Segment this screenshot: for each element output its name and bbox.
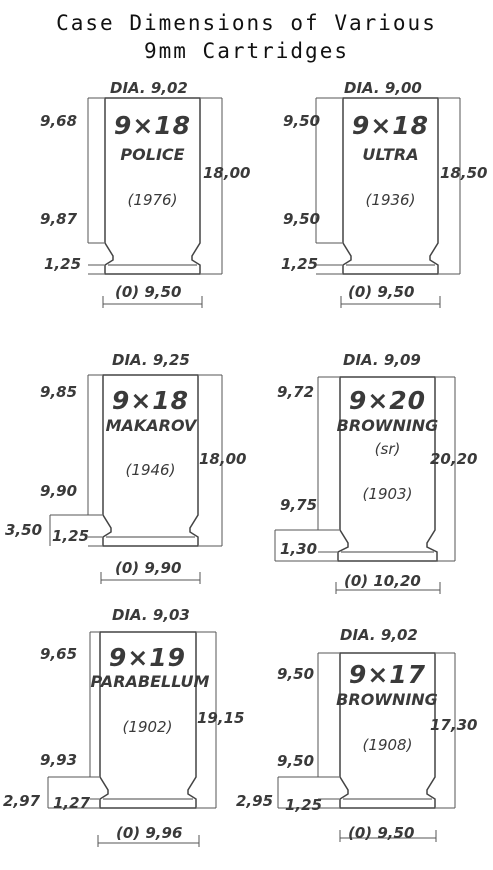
case-length: 20,20 [430,450,478,468]
lower-dimension: 9,87 [40,210,78,228]
upper-dimension: 9,50 [277,665,315,683]
base-diameter: (0) 9,90 [115,559,182,577]
extractor-groove-dimension: 3,50 [5,521,43,539]
diagram-title-line-1: Case Dimensions of Various [56,11,437,35]
cartridge-case-drawing [87,97,223,308]
rim-thickness: 1,25 [52,527,90,545]
cartridge-panel-9x19-parabellum: DIA. 9,03 9×19 PARABELLUM (1902) 9,65 9,… [0,605,244,870]
case-mouth-diameter: DIA. 9,02 [110,79,188,97]
case-length: 17,30 [430,716,478,734]
cartridge-subtitle: BROWNING [336,416,439,435]
case-mouth-diameter: DIA. 9,00 [344,79,422,97]
case-mouth-diameter: DIA. 9,02 [340,626,418,644]
cartridge-subtitle: BROWNING [336,690,438,709]
rim-thickness: 1,30 [280,540,318,558]
upper-dimension: 9,65 [40,645,78,663]
cartridge-year: (1946) [125,461,176,479]
cartridge-year: (1936) [365,191,416,209]
cartridge-panel-9x17-browning: DIA. 9,02 9×17 BROWNING (1908) 9,50 9,50… [236,605,480,870]
cartridge-name: 9×19 [108,643,187,672]
base-diameter: (0) 10,20 [344,572,421,590]
cartridge-panel-9x18-ultra: DIA. 9,00 9×18 ULTRA (1936) 9,50 9,50 1,… [240,78,487,343]
case-mouth-diameter: DIA. 9,25 [112,351,190,369]
lower-dimension: 9,75 [280,496,318,514]
upper-dimension: 9,50 [283,112,321,130]
cartridge-year: (1903) [362,485,413,503]
base-diameter: (0) 9,50 [115,283,182,301]
case-length: 18,50 [440,164,488,182]
cartridge-name: 9×20 [348,386,427,415]
cartridge-name: 9×17 [348,660,427,689]
cartridge-panel-9x18-makarov: DIA. 9,25 9×18 MAKAROV (1946) 9,85 9,90 … [0,350,246,615]
rim-thickness: 1,27 [53,794,91,812]
cartridge-note: (sr) [374,440,401,458]
case-length: 18,00 [203,164,251,182]
rim-thickness: 1,25 [281,255,319,273]
cartridge-name: 9×18 [113,111,192,140]
case-length: 18,00 [199,450,247,468]
diagram-title-line-2: 9mm Cartridges [143,39,349,63]
lower-dimension: 9,90 [40,482,78,500]
cartridge-subtitle: PARABELLUM [90,672,210,691]
cartridge-subtitle: ULTRA [362,145,419,164]
cartridge-year: (1976) [127,191,178,209]
case-length: 19,15 [197,709,245,727]
cartridge-year: (1902) [122,718,173,736]
base-diameter: (0) 9,50 [348,283,415,301]
extractor-groove-dimension: 2,97 [3,792,41,810]
cartridge-case-drawing [315,97,461,308]
lower-dimension: 9,50 [283,210,321,228]
cartridge-case-drawing [274,376,456,594]
cartridge-panel-9x20-browning: DIA. 9,09 9×20 BROWNING (sr) (1903) 9,72… [240,350,480,615]
lower-dimension: 9,50 [277,752,315,770]
rim-thickness: 1,25 [44,255,82,273]
cartridge-name: 9×18 [351,111,430,140]
base-diameter: (0) 9,50 [348,824,415,842]
upper-dimension: 9,72 [277,383,315,401]
extractor-groove-dimension: 2,95 [236,792,274,810]
cartridge-case-drawing [49,374,223,584]
cartridge-year: (1908) [362,736,413,754]
cartridge-case-drawing [47,631,217,847]
base-diameter: (0) 9,96 [116,824,183,842]
cartridge-panel-9x18-police: DIA. 9,02 9×18 POLICE (1976) 9,68 9,87 1… [0,78,250,343]
cartridge-subtitle: POLICE [120,145,185,164]
upper-dimension: 9,85 [40,383,78,401]
rim-thickness: 1,25 [285,796,323,814]
case-mouth-diameter: DIA. 9,03 [112,606,190,624]
upper-dimension: 9,68 [40,112,78,130]
cartridge-name: 9×18 [111,386,190,415]
cartridge-case-drawing [277,652,456,842]
case-mouth-diameter: DIA. 9,09 [343,351,421,369]
cartridge-subtitle: MAKAROV [105,416,197,435]
lower-dimension: 9,93 [40,751,78,769]
